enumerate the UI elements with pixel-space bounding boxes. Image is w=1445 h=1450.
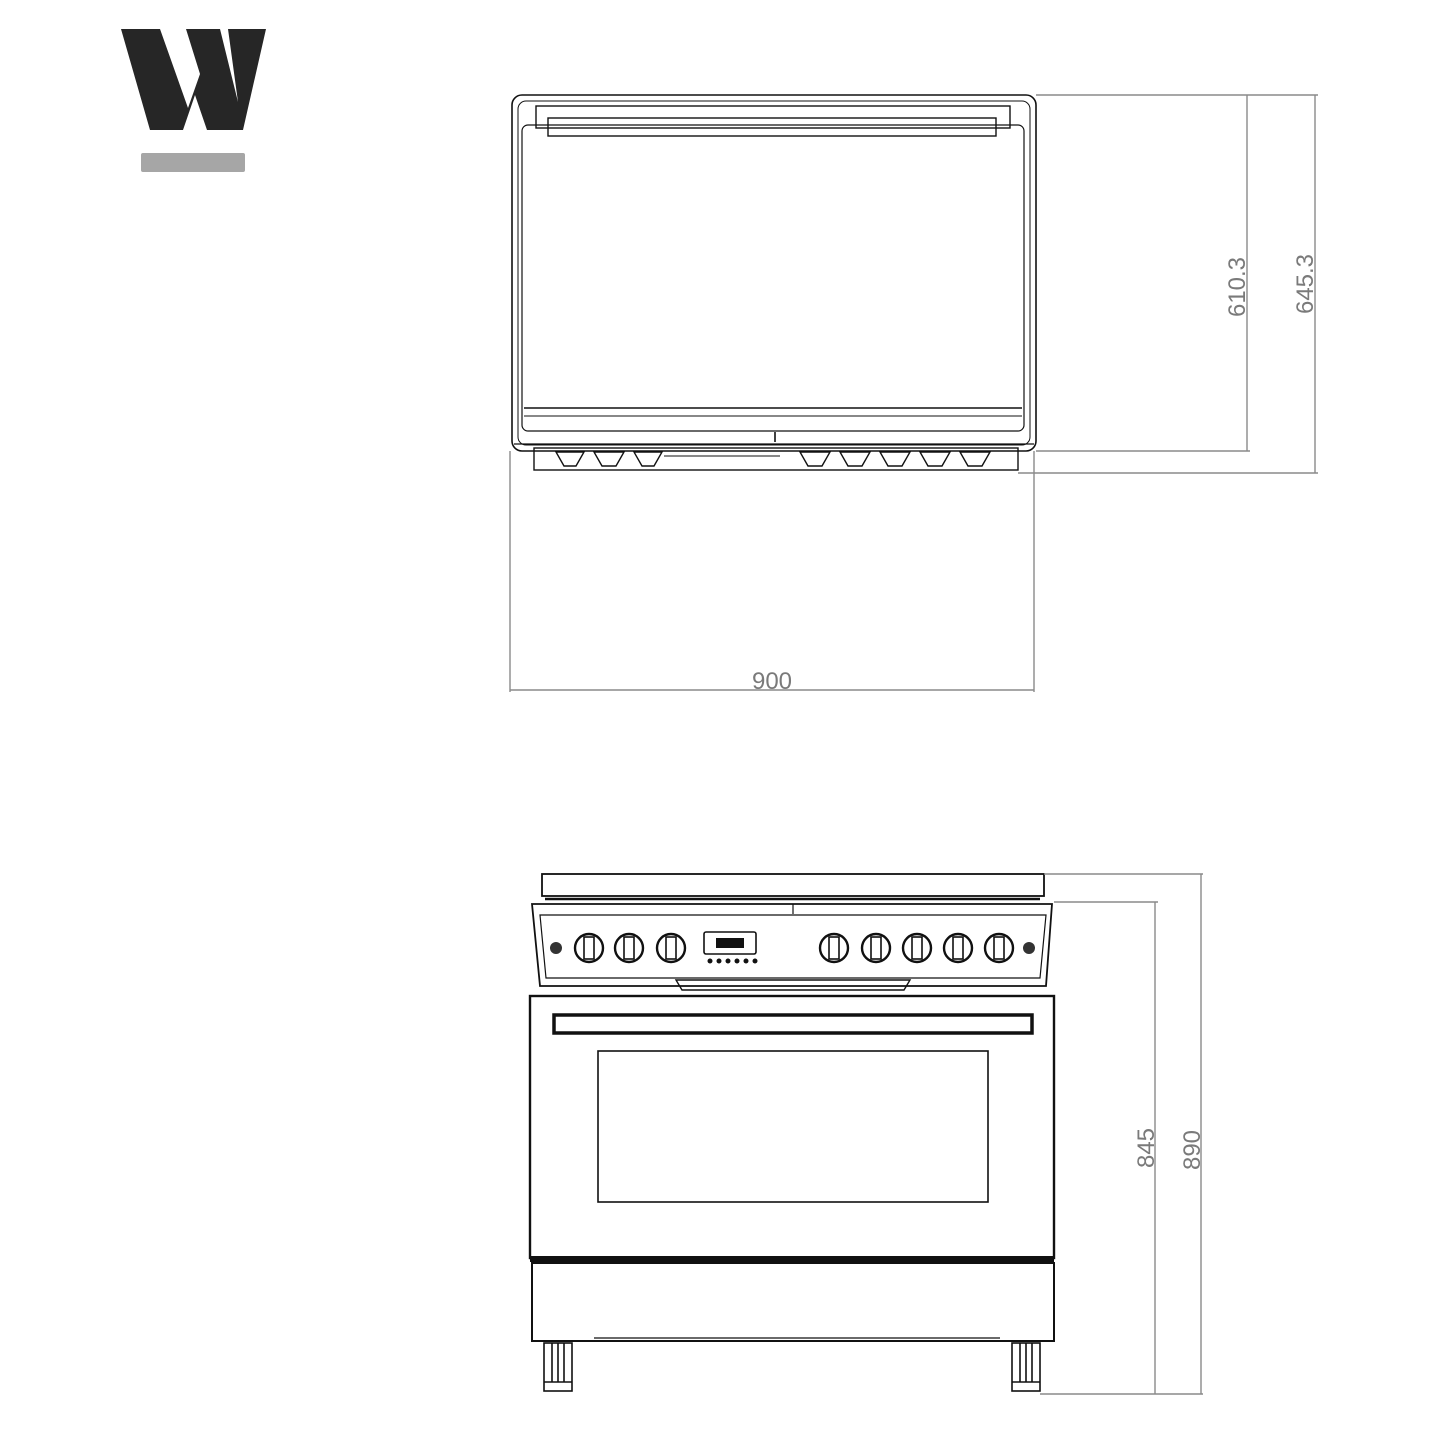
logo-w-icon — [121, 29, 266, 130]
panel-light-left — [550, 942, 562, 954]
top-view-control-strip — [533, 447, 1019, 471]
oven-door-handle — [552, 1013, 1034, 1035]
dimension-height-total-label: 890 — [1179, 1130, 1206, 1170]
dimension-height-body-label: 845 — [1133, 1128, 1160, 1168]
oven-timer-display — [703, 931, 758, 964]
logo-underline-bar — [141, 153, 245, 172]
front-view-knobs-right — [818, 932, 1015, 964]
front-view-grate — [541, 873, 1045, 897]
top-view-body-outline — [511, 94, 1037, 452]
top-view-knobs-right — [798, 451, 992, 467]
front-view-feet — [543, 1342, 1041, 1392]
top-view-knobs-left — [554, 451, 664, 467]
dimension-depth-body-label: 610.3 — [1224, 257, 1251, 317]
top-view-cooktop — [521, 124, 1025, 432]
front-view-knobs-left — [573, 932, 687, 964]
oven-window — [597, 1050, 989, 1203]
timer-buttons — [707, 958, 758, 964]
front-view-drawer — [531, 1262, 1055, 1342]
dimension-width-label: 900 — [752, 668, 792, 695]
panel-light-right — [1023, 942, 1035, 954]
dimension-depth-total-label: 645.3 — [1292, 254, 1319, 314]
front-view-control-panel — [531, 903, 1053, 987]
top-view-back-rail — [535, 105, 1011, 129]
